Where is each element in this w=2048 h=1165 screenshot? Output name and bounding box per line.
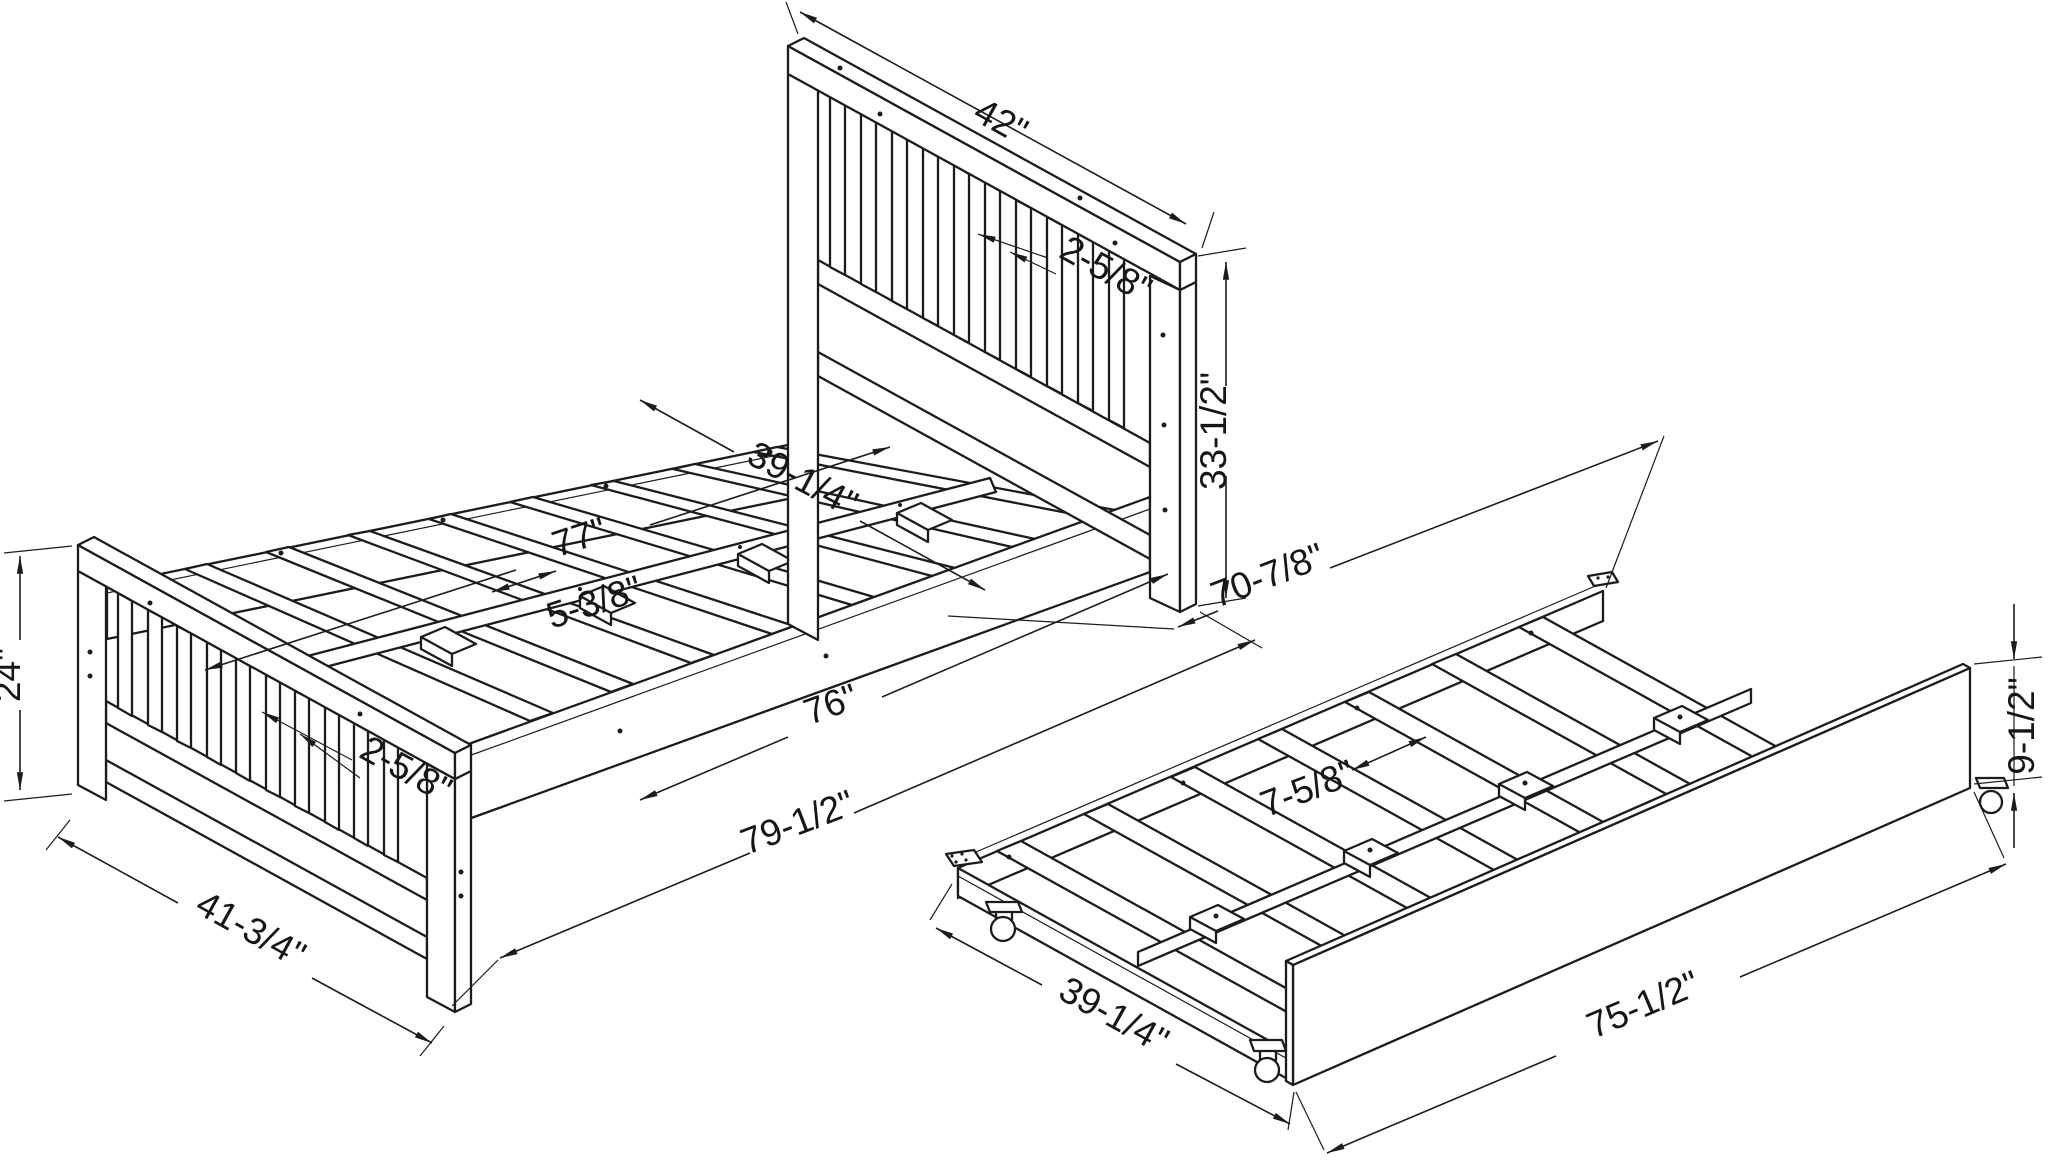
- dim-795-line-left: [499, 852, 751, 959]
- dim-335-tick-bottom: [1197, 597, 1247, 607]
- trundle-far-rail-top-edge: [954, 583, 1601, 862]
- trundle-cleat-blocks: [1188, 704, 1710, 945]
- dim-4175-tick-right: [419, 1025, 445, 1057]
- dim-76-line-right: [881, 573, 1169, 698]
- dim-95-tick-bottom: [1973, 776, 2043, 785]
- trundle-front-panel-end: [1284, 959, 1295, 1087]
- dim-42-ext-right: [1201, 211, 1215, 249]
- trundle-corner-bracket-far: [1586, 570, 1620, 588]
- caster-right: [1974, 776, 2010, 815]
- dim-3925-line-left: [639, 399, 735, 453]
- dim-77-line-left: [204, 569, 517, 671]
- dim-footboard-width: 41-3/4": [189, 883, 312, 976]
- dim-7078-ext-left: [947, 615, 1175, 630]
- caster-front-fork: [1258, 1049, 1278, 1062]
- dim-4175-line-right: [311, 977, 433, 1044]
- caster-left-plate: [984, 900, 1024, 914]
- caster-left-wheel: [989, 915, 1017, 943]
- dim-3925t-line-right: [1175, 1063, 1291, 1125]
- caster-right-wheel: [1978, 789, 2004, 815]
- caster-right-plate: [1974, 776, 2010, 790]
- dim-3925t-line-left: [935, 927, 1043, 986]
- dim-335-tick-top: [1197, 247, 1247, 257]
- dim-795-line-right: [853, 639, 1256, 814]
- caster-front: [1248, 1038, 1288, 1084]
- dim-4175-line-left: [57, 836, 179, 904]
- dim-755-ext-right: [1973, 791, 2005, 859]
- headboard-left-post: [786, 72, 820, 642]
- footboard-right-post-side: [453, 769, 473, 1014]
- dim-538-line: [491, 570, 557, 593]
- dim-755-line-right: [1739, 863, 2007, 978]
- dim-7078-line-left: [1177, 610, 1219, 628]
- dim-7078-line-right: [1329, 440, 1659, 569]
- dim-3925-line-right: [859, 520, 986, 591]
- dim-hb-spacing-leader-1: [977, 233, 1049, 259]
- footboard: [76, 535, 473, 1014]
- dim-755-line-left: [1326, 1055, 1557, 1154]
- caster-front-wheel: [1253, 1056, 1281, 1084]
- dim-3925t-ext-left: [929, 883, 953, 921]
- dim-42-ext-left: [785, 1, 799, 35]
- dim-fb-spacing-leader-2: [299, 733, 361, 779]
- dim-7078-ext-right: [1605, 435, 1665, 589]
- dim-overall-length: 79-1/2": [735, 782, 860, 863]
- trundle-center-rail: [1136, 687, 1753, 968]
- dim-77-line-right: [649, 446, 891, 526]
- dim-trundle-panel-length: 75-1/2": [1581, 963, 1706, 1047]
- headboard-cap-side: [1178, 252, 1198, 292]
- dim-hb-spacing-leader-2: [1009, 251, 1057, 275]
- bed-near-rail-top-edge: [451, 508, 1151, 763]
- footboard-slats: [116, 591, 400, 864]
- caster-front-plate: [1248, 1038, 1288, 1053]
- dim-trundle-frame-length: 70-7/8": [1205, 535, 1330, 616]
- footboard-left-post: [76, 569, 108, 802]
- dim-795-ext-right: [1199, 611, 1263, 649]
- headboard-right-post: [1148, 274, 1182, 614]
- dim-76-line-left: [639, 736, 789, 801]
- dim-95-tick-top: [1973, 656, 2043, 665]
- caster-left: [984, 900, 1024, 943]
- footboard-cap-side: [453, 743, 473, 781]
- dim-4175-tick-left: [45, 819, 71, 851]
- dim-42-line: [799, 11, 1187, 225]
- bed-cleat-blocks: [419, 501, 954, 668]
- dim-trundle-panel-height: 9-1/2": [2001, 677, 2042, 774]
- dim-795-ext-left: [451, 959, 499, 1007]
- dim-755-ext-left: [1295, 1091, 1325, 1151]
- trundle-corner-bracket-left: [944, 848, 984, 868]
- dim-24-tick-top: [3, 545, 73, 554]
- trundle-figure: [944, 570, 2010, 1087]
- dim-footboard-height: 24": [0, 648, 28, 702]
- dim-24-tick-bottom: [3, 793, 73, 802]
- dim-headboard-height: 33-1/2": [1193, 372, 1234, 490]
- dim-758-line: [1351, 736, 1427, 771]
